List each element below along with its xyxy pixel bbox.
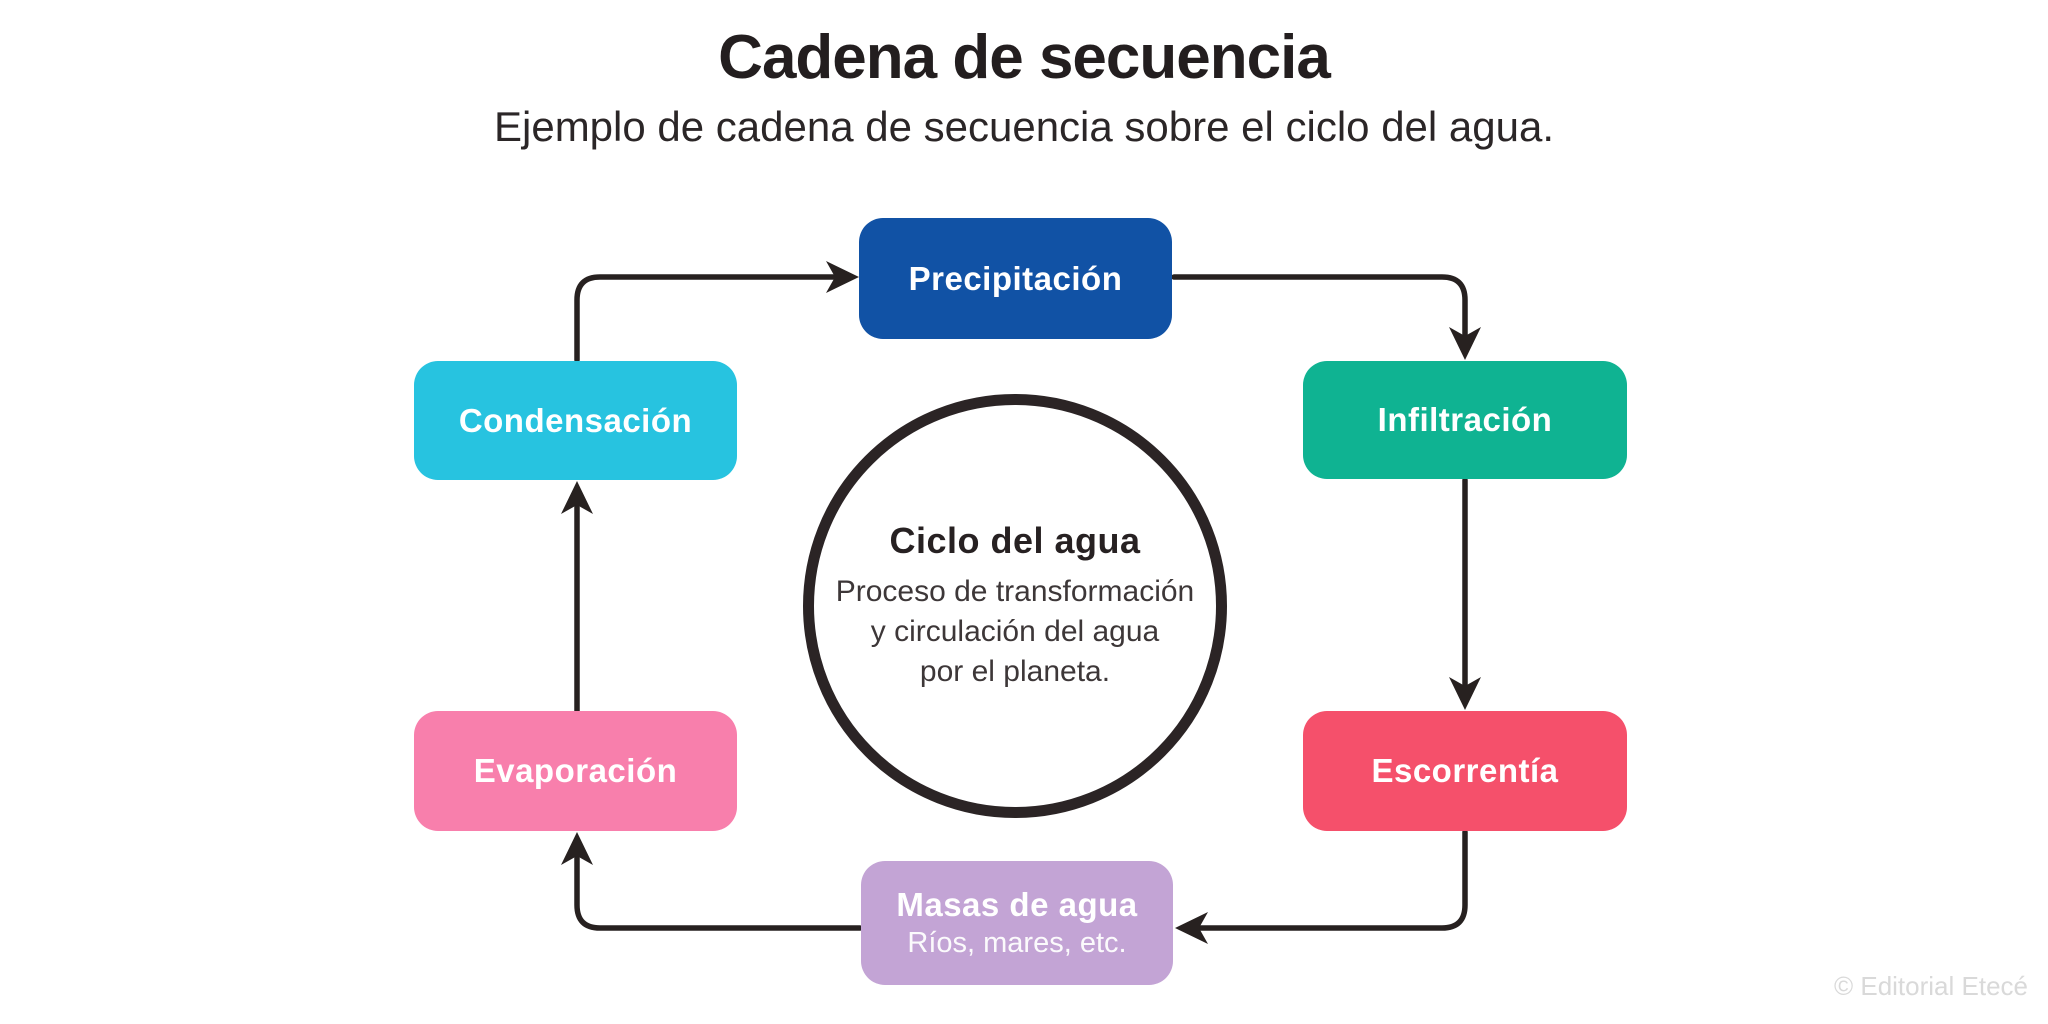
- center-description-line: Proceso de transformación: [835, 575, 1195, 608]
- arrowhead-down-icon: [1449, 677, 1481, 710]
- page-subtitle: Ejemplo de cadena de secuencia sobre el …: [493, 103, 1555, 150]
- arrow-condensacion-to-precipitacion: [574, 261, 859, 363]
- copyright-watermark: © Editorial Etecé: [1833, 971, 2028, 1001]
- center-description-line: y circulación del agua: [870, 615, 1160, 648]
- arrow-escorrentia-to-masas-de-agua: [1175, 829, 1468, 944]
- node-label: Masas de agua: [896, 886, 1138, 923]
- node-label: Escorrentía: [1371, 752, 1559, 789]
- center-text: Ciclo del agua Proceso de transformación…: [836, 520, 1195, 692]
- header: Cadena de secuencia Ejemplo de cadena de…: [0, 0, 2048, 151]
- arrow-precipitacion-to-infiltracion: [1171, 274, 1481, 360]
- arrowhead-up-icon: [561, 832, 593, 865]
- node-escorrentia: Escorrentía: [1303, 711, 1627, 831]
- node-sublabel: Ríos, mares, etc.: [907, 927, 1127, 959]
- center-description: Proceso de transformación y circulación …: [836, 572, 1195, 692]
- page-title: Cadena de secuencia: [718, 23, 1331, 92]
- arrowhead-up-icon: [561, 481, 593, 514]
- center-circle: Ciclo del agua Proceso de transformación…: [803, 394, 1227, 818]
- node-infiltracion: Infiltración: [1303, 361, 1627, 479]
- node-label: Evaporación: [473, 752, 678, 789]
- arrowhead-left-icon: [1175, 912, 1208, 944]
- node-label: Infiltración: [1377, 401, 1553, 438]
- node-condensacion: Condensación: [414, 361, 737, 480]
- arrowhead-right-icon: [826, 261, 859, 293]
- node-precipitacion: Precipitación: [859, 218, 1172, 339]
- arrow-infiltracion-to-escorrentia: [1449, 477, 1481, 710]
- node-evaporacion: Evaporación: [414, 711, 737, 831]
- center-description-line: por el planeta.: [919, 655, 1111, 688]
- arrowhead-down-icon: [1449, 327, 1481, 360]
- arrow-evaporacion-to-condensacion: [561, 481, 593, 714]
- center-title: Ciclo del agua: [889, 520, 1141, 561]
- node-label: Precipitación: [908, 259, 1123, 297]
- node-masas-de-agua: Masas de agua Ríos, mares, etc.: [861, 861, 1173, 985]
- arrow-masas-de-agua-to-evaporacion: [561, 832, 863, 931]
- node-label: Condensación: [458, 401, 693, 439]
